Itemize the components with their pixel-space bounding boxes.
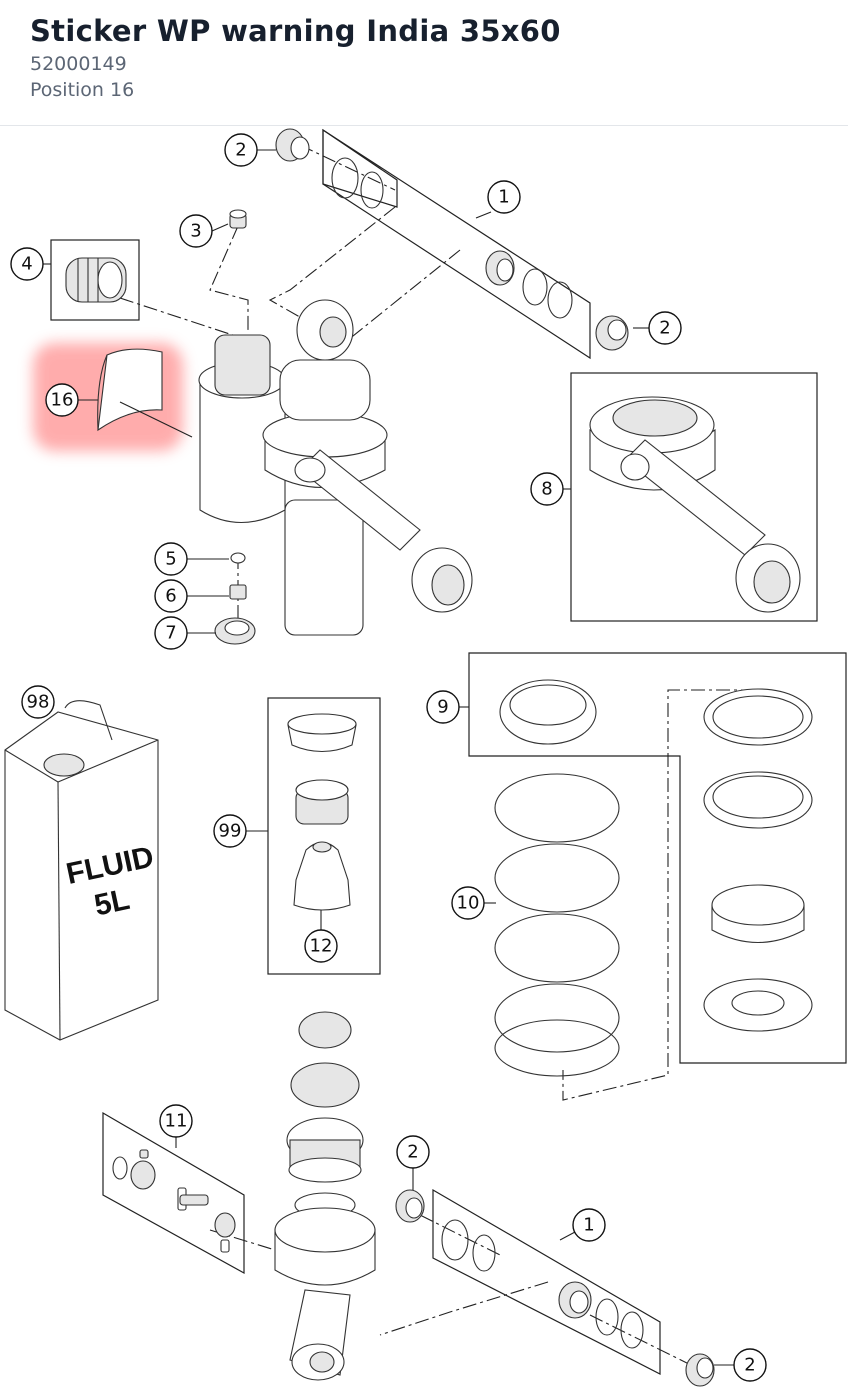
callout-10[interactable]: 10	[451, 886, 485, 920]
svg-text:10: 10	[457, 893, 480, 914]
svg-text:2: 2	[407, 1142, 418, 1163]
callout-99[interactable]: 99	[213, 814, 247, 848]
part-nut-6[interactable]	[229, 584, 247, 600]
group-box-11	[102, 1111, 245, 1275]
shock-absorber-body[interactable]	[198, 299, 473, 636]
svg-text:3: 3	[190, 221, 201, 242]
part-bearing-top[interactable]	[485, 250, 573, 319]
svg-text:2: 2	[744, 1355, 755, 1376]
callout-7[interactable]: 7	[154, 616, 188, 650]
callout-leaders	[43, 149, 734, 1366]
part-bumper-12[interactable]	[293, 841, 351, 911]
part-washer-5[interactable]	[230, 552, 246, 564]
group-box-1-top	[322, 128, 591, 360]
part-title: Sticker WP warning India 35x60	[30, 14, 561, 48]
part-seal-99b[interactable]	[295, 779, 349, 825]
center-lines	[119, 144, 755, 1373]
part-sticker-16[interactable]	[97, 348, 193, 438]
part-cap-bottom[interactable]	[685, 1353, 715, 1387]
svg-text:6: 6	[165, 586, 176, 607]
callout-4[interactable]: 4	[10, 247, 44, 281]
part-valve-4[interactable]	[65, 257, 127, 303]
callout-2-top[interactable]: 2	[224, 133, 258, 167]
group-box-9	[468, 652, 847, 1064]
svg-text:1: 1	[583, 1215, 594, 1236]
part-cap-top[interactable]	[275, 128, 310, 162]
callout-2-bottom[interactable]: 2	[733, 1348, 767, 1382]
callout-1-lower[interactable]: 1	[572, 1208, 606, 1242]
svg-text:12: 12	[310, 936, 333, 957]
part-cap-lower[interactable]	[395, 1189, 425, 1223]
lower-shock-assembly[interactable]	[274, 1011, 376, 1381]
svg-text:9: 9	[437, 697, 448, 718]
group-box-99	[267, 697, 381, 975]
callout-98[interactable]: 98	[21, 685, 55, 719]
fluid-canister-98[interactable]: FLUID 5L	[4, 700, 159, 1041]
group-box-8	[570, 372, 818, 622]
part-plug-3[interactable]	[229, 209, 247, 229]
part-adjuster-11[interactable]	[112, 1149, 236, 1253]
callout-3[interactable]: 3	[179, 214, 213, 248]
svg-text:1: 1	[498, 187, 509, 208]
part-cap-7[interactable]	[214, 617, 256, 645]
part-seal-rings-top[interactable]	[331, 157, 384, 209]
callout-9[interactable]: 9	[426, 690, 460, 724]
callout-11[interactable]: 11	[159, 1104, 193, 1138]
part-spacer-rings-9[interactable]	[703, 688, 813, 1032]
svg-text:2: 2	[235, 140, 246, 161]
svg-text:8: 8	[541, 479, 552, 500]
callout-2-lower[interactable]: 2	[396, 1135, 430, 1169]
callout-12[interactable]: 12	[304, 929, 338, 963]
exploded-parts-diagram: FLUID 5L	[4, 128, 847, 1387]
svg-text:99: 99	[219, 821, 242, 842]
svg-text:7: 7	[165, 623, 176, 644]
svg-text:2: 2	[659, 318, 670, 339]
callout-6[interactable]: 6	[154, 579, 188, 613]
part-reservoir-8[interactable]	[589, 396, 801, 613]
canister-label-volume: 5L	[91, 883, 132, 923]
part-spring-10[interactable]	[494, 773, 620, 1077]
svg-text:4: 4	[21, 254, 32, 275]
part-bushing-99a[interactable]	[287, 713, 357, 753]
svg-text:5: 5	[165, 549, 176, 570]
svg-text:11: 11	[165, 1111, 188, 1132]
callout-16[interactable]: 16	[45, 383, 79, 417]
group-box-1-bottom	[432, 1188, 661, 1375]
part-number: 52000149	[30, 53, 127, 75]
callout-5[interactable]: 5	[154, 542, 188, 576]
group-box-4	[50, 239, 140, 321]
part-cap-right[interactable]	[595, 315, 629, 351]
callout-1-top[interactable]: 1	[487, 180, 521, 214]
svg-text:98: 98	[27, 692, 50, 713]
callout-8[interactable]: 8	[530, 472, 564, 506]
part-seal-rings-lower[interactable]	[441, 1219, 644, 1349]
svg-text:16: 16	[51, 390, 74, 411]
part-spring-seat-9[interactable]	[499, 679, 597, 745]
part-position: Position 16	[30, 79, 135, 101]
part-header: Sticker WP warning India 35x60 52000149 …	[0, 0, 848, 126]
callout-2-right[interactable]: 2	[648, 311, 682, 345]
